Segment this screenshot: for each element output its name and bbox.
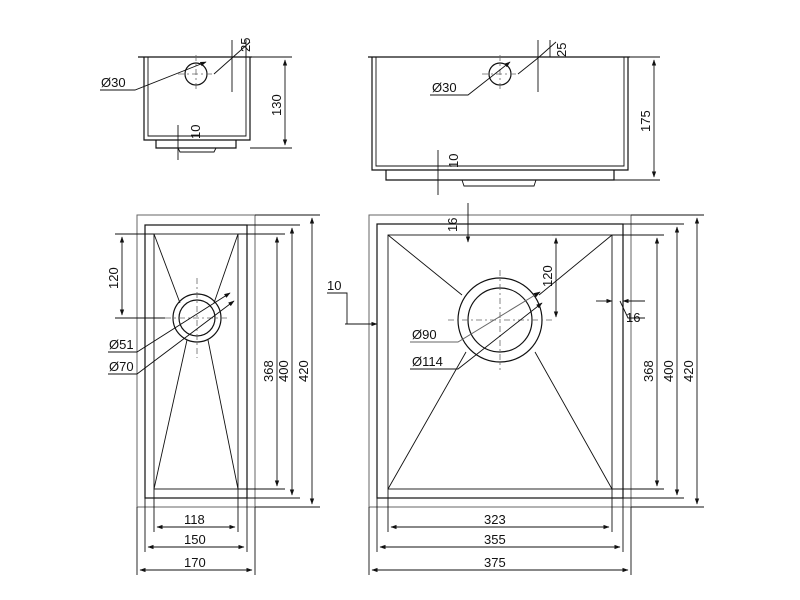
small-side-hole-offset: 25 [238, 38, 253, 52]
small-side-hole-diameter: Ø30 [101, 75, 126, 90]
small-top-bowl [153, 233, 239, 490]
large-top-bowl [387, 234, 613, 490]
large-top-rim [376, 223, 624, 499]
large-side-body [371, 57, 629, 171]
large-top-height-inner: 368 [641, 360, 656, 382]
large-top-drain-offset: 120 [540, 265, 555, 287]
small-top-outer-diameter-leader [108, 300, 235, 375]
large-side-outlet [461, 179, 537, 187]
small-top-drain-inner-diameter: Ø51 [109, 337, 134, 352]
small-top-height-middle: 400 [276, 360, 291, 382]
large-side-offset-extensions [537, 40, 551, 92]
large-top-width-outer-extensions [368, 507, 632, 575]
small-top-width-outer-extensions [136, 507, 256, 575]
large-top-height-inner-extensions [612, 234, 664, 490]
small-side-body [143, 57, 251, 141]
small-top-drain-outer-diameter: Ø70 [109, 359, 134, 374]
large-top-height-middle: 400 [661, 360, 676, 382]
large-sink-top-view: 16 10 16 120 Ø90 Ø114 368 400 420 323 [327, 203, 704, 575]
small-side-offset-leader [213, 41, 251, 75]
small-side-hole-centerlines [178, 55, 214, 92]
large-sink-side-view: Ø30 25 175 10 [368, 40, 660, 195]
large-side-hole-diameter: Ø30 [432, 80, 457, 95]
small-top-outer-outline [136, 214, 256, 508]
small-top-width-middle-extensions [144, 498, 248, 552]
large-top-height-outer: 420 [681, 360, 696, 382]
large-top-drain-outer-diameter: Ø114 [412, 354, 443, 369]
large-top-outer-diameter-leader [410, 302, 543, 370]
small-side-offset-extensions [231, 40, 247, 92]
small-side-inner-wall [147, 57, 247, 137]
large-top-left-rim-leader [327, 292, 348, 324]
large-side-hole-leader [430, 61, 511, 96]
large-top-width-inner: 323 [484, 512, 506, 527]
large-top-width-middle-extensions [376, 498, 624, 552]
large-top-drain-inner-diameter: Ø90 [412, 327, 437, 342]
large-top-width-outer: 375 [484, 555, 506, 570]
small-top-drain-offset-extensions [115, 233, 165, 319]
large-top-left-rim: 10 [327, 278, 341, 293]
large-top-height-middle-extensions [623, 223, 684, 499]
large-top-outer-outline [368, 214, 632, 508]
small-top-height-inner-extensions [238, 233, 285, 490]
large-top-inner-diameter-leader [410, 291, 541, 343]
large-side-depth-extensions [614, 56, 660, 181]
large-top-top-rim: 16 [445, 218, 460, 232]
large-top-height-outer-extensions [631, 214, 704, 508]
large-top-drain-centerlines [448, 270, 552, 370]
large-top-right-rim: 16 [626, 310, 640, 325]
large-side-flange [385, 170, 615, 181]
large-side-flange-thickness: 10 [446, 154, 461, 168]
small-top-slope-lines [153, 233, 239, 490]
small-top-height-inner: 368 [261, 360, 276, 382]
large-side-offset-leader [517, 41, 557, 75]
small-sink-top-view: 120 Ø51 Ø70 368 400 420 118 150 170 [106, 214, 320, 575]
large-side-hole-centerlines [482, 55, 518, 92]
small-top-drain-centerlines [165, 278, 229, 358]
small-top-width-inner: 118 [184, 512, 205, 527]
small-top-rim [144, 224, 248, 499]
large-top-slope-lines [387, 234, 613, 490]
small-side-outlet [177, 147, 217, 153]
small-side-depth-extensions [250, 56, 292, 149]
small-top-width-inner-extensions [153, 489, 239, 532]
small-top-drain-offset: 120 [106, 267, 121, 289]
small-top-height-middle-extensions [247, 224, 300, 499]
small-top-height-outer-extensions [255, 214, 320, 508]
small-side-depth-label: 130 [269, 94, 284, 116]
small-side-flange [155, 140, 237, 149]
small-top-inner-diameter-leader [108, 292, 231, 353]
large-top-width-inner-extensions [387, 489, 613, 532]
small-side-flange-dimension [168, 125, 190, 160]
large-side-depth-label: 175 [638, 110, 653, 132]
large-top-right-rim-leader [619, 300, 645, 319]
large-top-width-middle: 355 [484, 532, 506, 547]
small-side-flange-thickness: 10 [188, 125, 203, 139]
large-side-flange-dimension [428, 150, 450, 195]
small-sink-side-view: Ø30 25 130 10 [100, 38, 292, 160]
large-side-hole-offset: 25 [554, 43, 569, 57]
small-side-hole-leader [100, 61, 207, 91]
small-top-width-middle: 150 [184, 532, 206, 547]
large-side-inner-wall [375, 57, 625, 167]
small-top-width-outer: 170 [184, 555, 206, 570]
small-top-height-outer: 420 [296, 360, 311, 382]
